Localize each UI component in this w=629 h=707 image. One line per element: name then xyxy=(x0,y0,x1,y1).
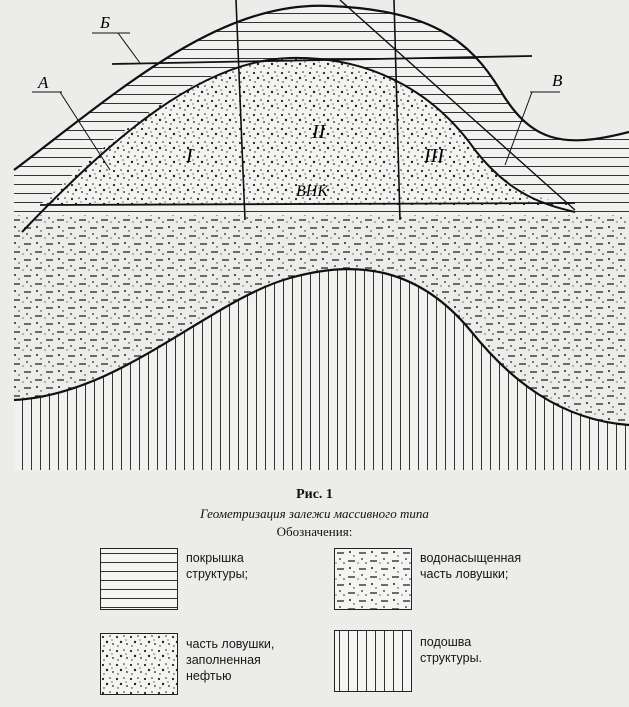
zone-boundary-1-2 xyxy=(235,0,246,221)
figure-title: Рис. 1 xyxy=(296,487,333,502)
label-v-leader xyxy=(504,91,533,166)
label-b-leader xyxy=(117,32,141,64)
label-v: В xyxy=(552,71,563,90)
label-b: Б xyxy=(99,13,110,32)
diagonal-boundary xyxy=(339,0,576,211)
legend-swatch-oil xyxy=(100,633,178,695)
legend-swatch-base xyxy=(334,630,412,692)
legend-text-cap-rock: покрышка структуры; xyxy=(186,551,249,581)
vnk-contact-line xyxy=(39,202,576,206)
reservoir-top-boundary xyxy=(21,56,576,233)
figure-subtitle: Геометризация залежи массивного типа xyxy=(200,506,429,521)
base-zone xyxy=(14,269,629,470)
zone-boundary-2-3 xyxy=(393,0,401,221)
zone-label-3: III xyxy=(423,145,445,167)
cap-rock-top-boundary xyxy=(13,4,629,171)
oil-zone xyxy=(40,57,575,206)
legend-swatch-cap-rock xyxy=(100,548,178,610)
base-top-boundary xyxy=(13,268,629,427)
legend-text-base: подошва структуры. xyxy=(420,635,483,665)
zone-label-1: I xyxy=(185,145,194,167)
label-vnk: ВНК xyxy=(296,183,329,200)
legend-text-oil: часть ловушки, заполненная нефтью xyxy=(186,637,275,683)
label-a: А xyxy=(37,73,49,92)
legend-text-water-saturated: водонасыщенная часть ловушки; xyxy=(420,551,522,581)
label-a-leader xyxy=(59,91,111,171)
legend-heading: Обозначения: xyxy=(276,524,353,539)
legend-swatch-water-saturated xyxy=(334,548,412,610)
line-b xyxy=(111,55,533,65)
zone-label-2: II xyxy=(311,121,327,143)
